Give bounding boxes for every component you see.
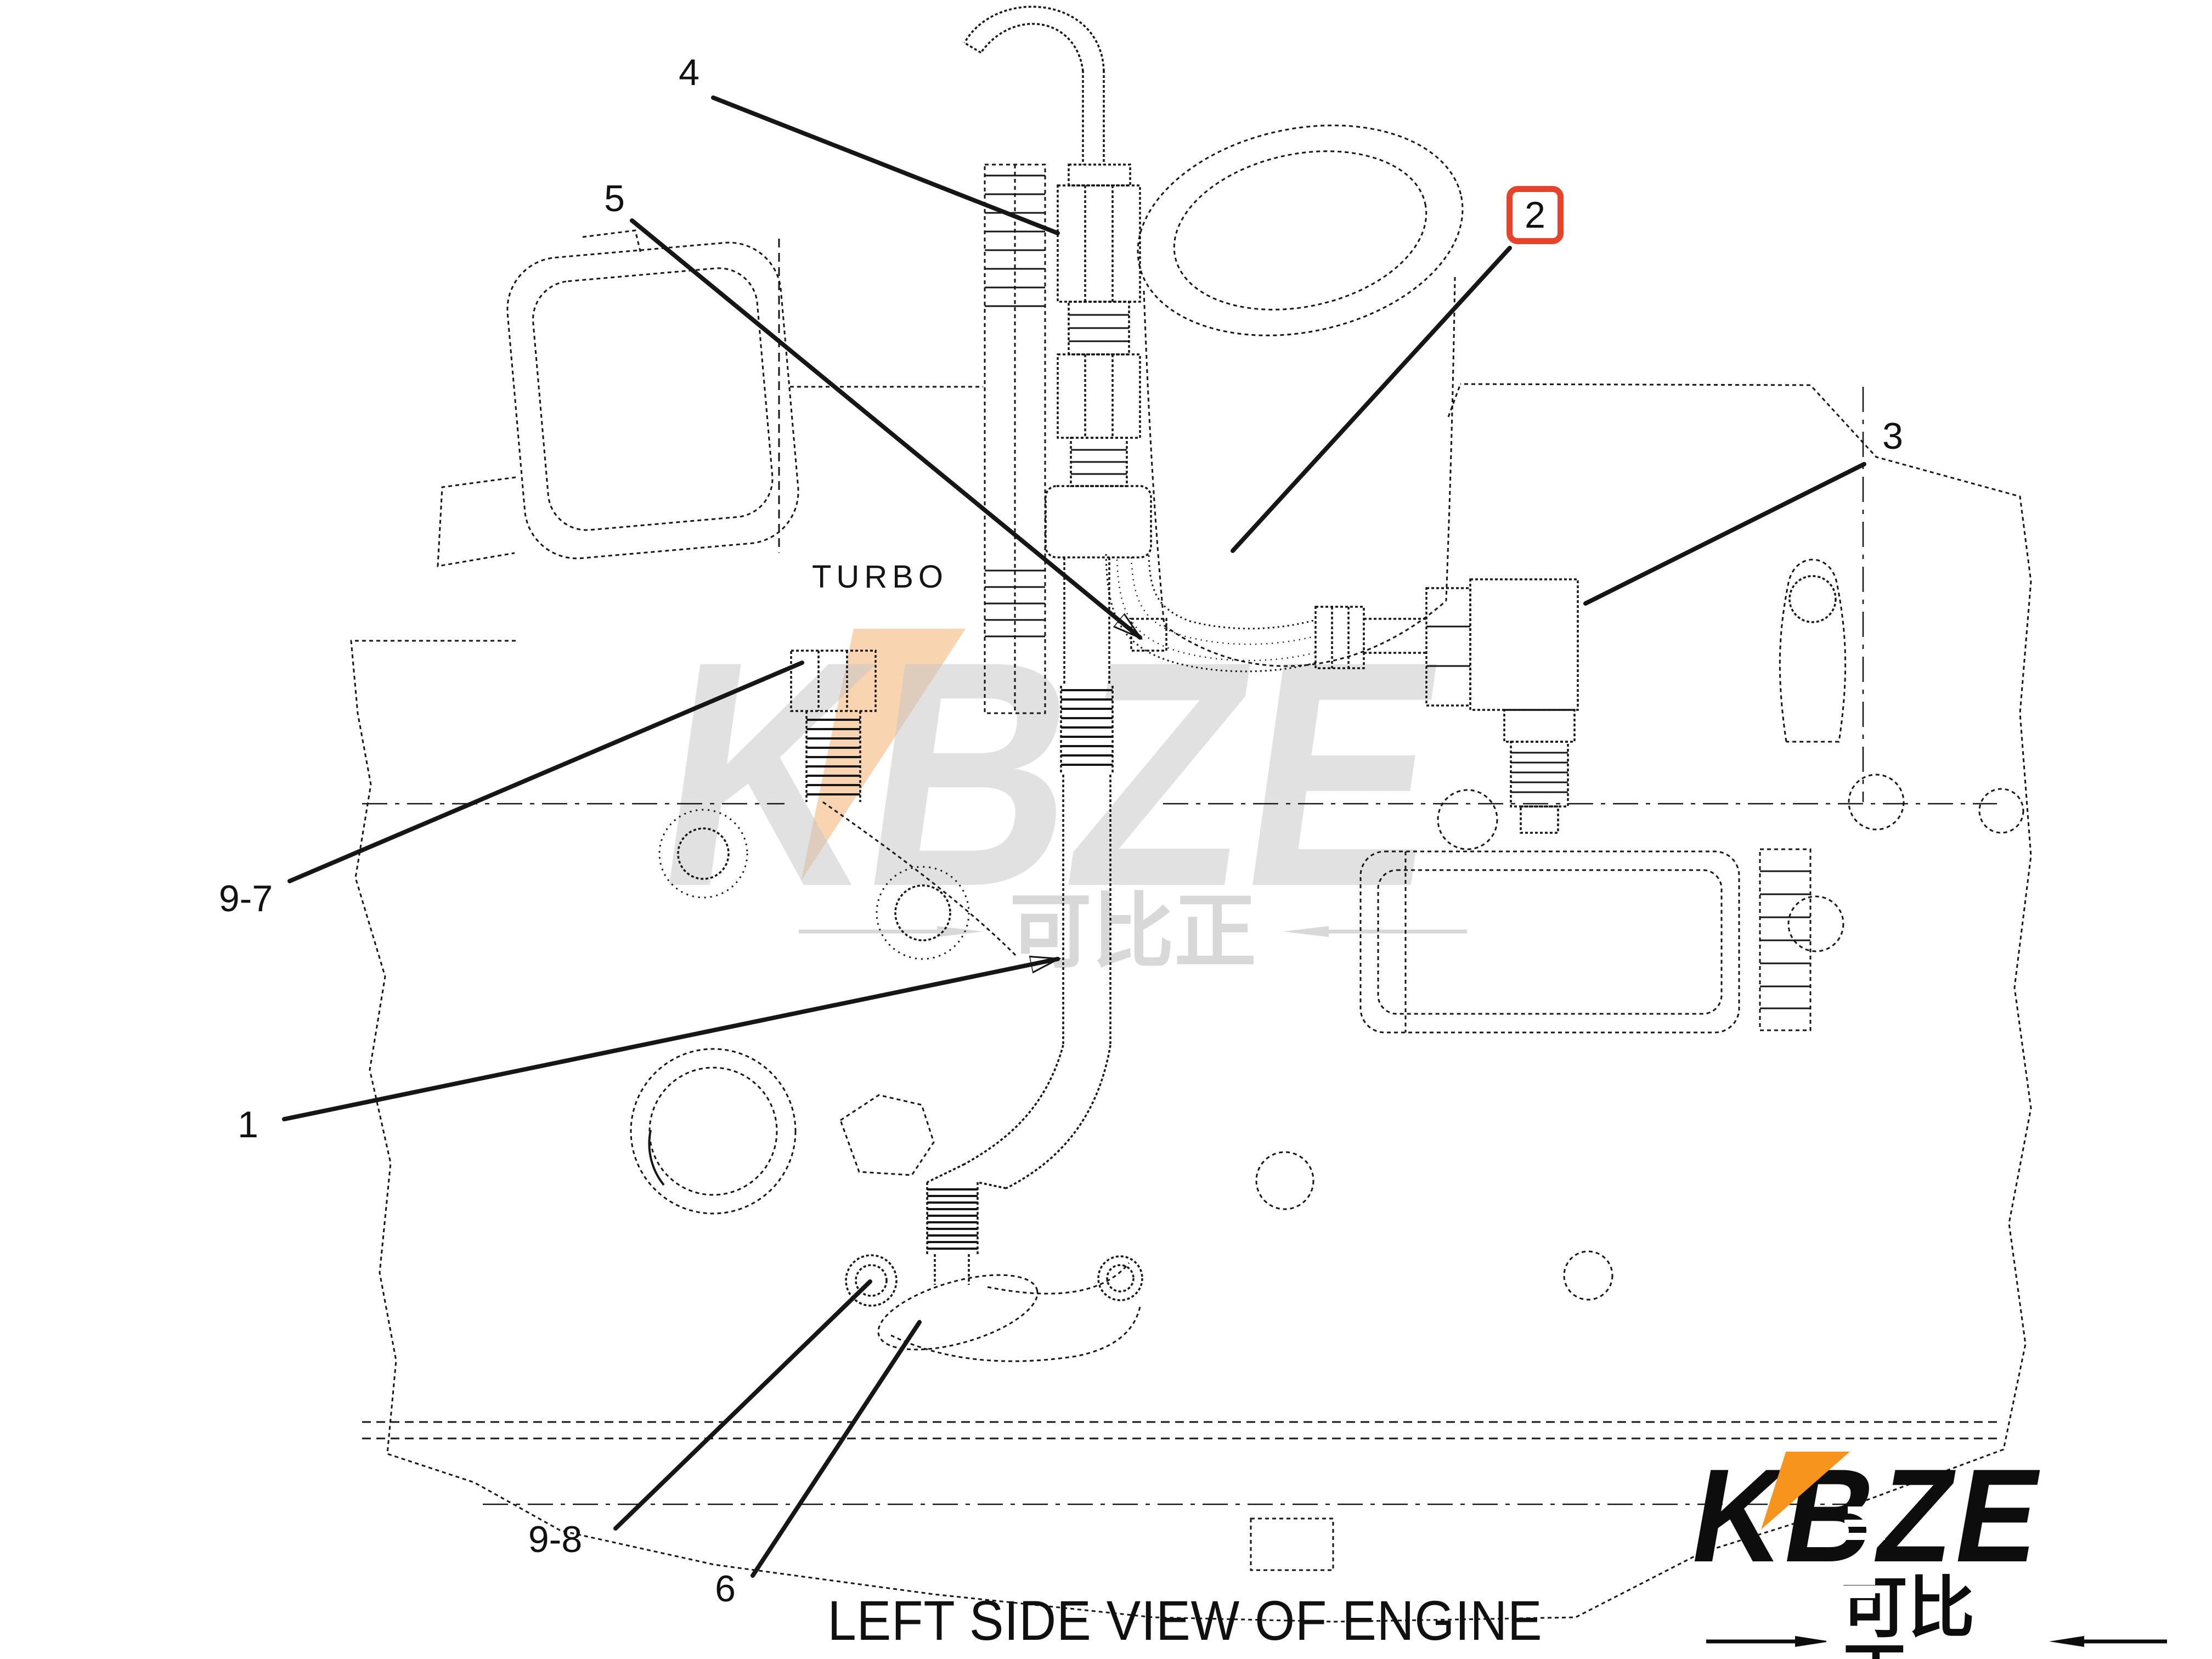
- logo-slit: [1828, 1591, 1875, 1598]
- callout-9-7[interactable]: 9-7: [218, 878, 273, 919]
- leader-line-3: [1583, 462, 1866, 606]
- centerlines: [362, 387, 1997, 1505]
- leader-line-9-8: [613, 1279, 872, 1531]
- callout-1[interactable]: 1: [238, 1104, 258, 1146]
- leader-line-1: [282, 959, 1058, 1121]
- right-arrow-icon: [798, 926, 983, 937]
- callout-9-8[interactable]: 9-8: [528, 1519, 583, 1560]
- callout-6[interactable]: 6: [715, 1568, 736, 1610]
- logo-slit: [1831, 1578, 1875, 1585]
- callout-5[interactable]: 5: [604, 178, 625, 219]
- leader-line-4: [711, 95, 1060, 235]
- engine-block-outline: [350, 383, 2032, 1623]
- watermark: KBZE 可比正: [641, 594, 1588, 997]
- block-details: [630, 801, 1812, 1571]
- right-arrow-icon: [1706, 1636, 1827, 1647]
- turbo-compressor-housing: [437, 229, 799, 567]
- intake-cylinder: [1137, 125, 1464, 667]
- elbow-fitting-3: [1425, 578, 1579, 834]
- brand-subtext-row: 可比正: [1706, 1575, 2167, 1659]
- leader-lines: [282, 95, 1866, 1578]
- leader-line-5: [630, 218, 1140, 637]
- logo-slit: [1848, 1506, 1892, 1514]
- logo-slit: [1844, 1520, 1892, 1527]
- fitting-9-7: [790, 650, 877, 802]
- drain-tube-1: [877, 557, 1167, 1362]
- leader-line-2: [1231, 246, 1512, 553]
- fitting-4: [963, 5, 1152, 558]
- turbo-flange-stack: [984, 163, 1046, 714]
- callout-4[interactable]: 4: [679, 52, 699, 93]
- figure-caption: LEFT SIDE VIEW OF ENGINE: [827, 1589, 1543, 1652]
- left-arrow-icon: [1283, 926, 1467, 937]
- mounting-lug: [1779, 558, 1847, 743]
- brand-chinese-text: 可比正: [1841, 1571, 1975, 1659]
- leader-line-6: [751, 1320, 922, 1578]
- callout-2[interactable]: 2: [1506, 186, 1564, 244]
- leader-line-9-7: [287, 661, 804, 883]
- left-arrow-icon: [2049, 1636, 2167, 1647]
- logo-slit: [1841, 1533, 1885, 1540]
- callout-3[interactable]: 3: [1882, 415, 1903, 457]
- bolt-circles: [658, 774, 2024, 1307]
- braided-hose-2: [1105, 554, 1426, 673]
- brand-text: KBZE: [1681, 1442, 2056, 1590]
- brand-logo: KBZE 可比正: [1681, 1442, 2178, 1659]
- turbo-label: TURBO: [812, 559, 948, 595]
